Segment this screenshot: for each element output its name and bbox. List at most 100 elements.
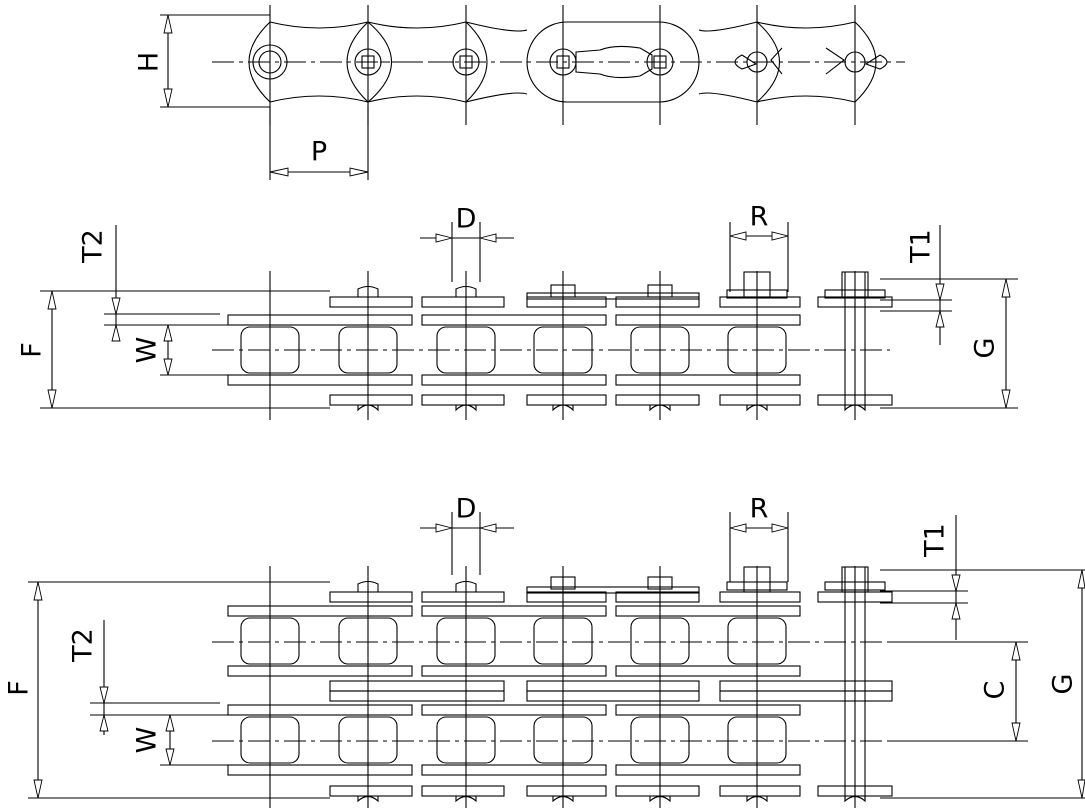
dim-P: P xyxy=(311,137,327,168)
rivet-head xyxy=(455,580,477,592)
connector-plate xyxy=(526,292,700,300)
inner-plate xyxy=(421,704,607,716)
middle-plate xyxy=(526,680,700,692)
rivet-head xyxy=(746,795,768,803)
outer-plate xyxy=(421,591,505,603)
pin-end xyxy=(550,284,576,298)
chain-side-view: H P xyxy=(134,5,905,180)
middle-plate xyxy=(526,690,700,702)
inner-plate xyxy=(615,314,801,326)
inner-plate xyxy=(615,374,801,386)
rivet-head xyxy=(455,795,477,803)
outer-plate xyxy=(526,591,607,603)
middle-plate xyxy=(329,690,505,702)
duplex-dim-W: W xyxy=(132,727,163,754)
inner-plate xyxy=(615,605,801,617)
rivet-head xyxy=(357,580,379,592)
inner-plate xyxy=(227,605,413,617)
simplex-dim-G: G xyxy=(970,338,1001,359)
pin-head xyxy=(361,55,375,69)
bushing-outer xyxy=(252,44,288,80)
duplex-chain-top-view: F T2 W D R T1 xyxy=(4,494,1085,808)
pin-end xyxy=(743,271,771,298)
inner-plate xyxy=(227,314,413,326)
middle-plate xyxy=(719,680,893,692)
bushing-inner xyxy=(258,50,282,74)
outer-plate xyxy=(719,394,801,406)
pin-circle xyxy=(646,48,674,76)
cotter xyxy=(824,289,886,299)
outer-plate xyxy=(329,296,413,308)
inner-plate xyxy=(615,704,801,716)
duplex-dim-F: F xyxy=(4,680,35,696)
rivet-head xyxy=(357,404,379,412)
outer-plate xyxy=(615,591,700,603)
rivet-head xyxy=(357,795,379,803)
pin-head xyxy=(459,55,473,69)
duplex-dim-G: G xyxy=(1048,674,1079,695)
pin-circle xyxy=(746,51,768,73)
pin-end xyxy=(841,271,869,298)
outer-plate xyxy=(615,394,700,406)
outer-plate xyxy=(526,785,607,797)
inner-plate xyxy=(421,314,607,326)
side-link xyxy=(756,21,877,103)
rivet-head xyxy=(455,404,477,412)
outer-plate xyxy=(329,591,413,603)
simplex-dim-F: F xyxy=(17,342,48,358)
middle-plate xyxy=(719,690,893,702)
connector-plate xyxy=(526,586,700,594)
inner-plate xyxy=(421,374,607,386)
pin-end xyxy=(550,576,576,590)
inner-plate xyxy=(227,665,413,677)
outer-plate xyxy=(526,394,607,406)
side-link-edge xyxy=(698,21,780,103)
simplex-dim-T2: T2 xyxy=(78,229,109,264)
duplex-dim-C: C xyxy=(980,681,1011,700)
rivet-head xyxy=(552,404,574,412)
rivet-head xyxy=(746,404,768,412)
outer-plate xyxy=(719,785,801,797)
simplex-dim-R: R xyxy=(750,202,769,233)
inner-plate xyxy=(615,665,801,677)
side-link-edge xyxy=(465,92,528,103)
rivet-head xyxy=(649,795,671,803)
pin-circle xyxy=(844,51,866,73)
side-link-edge xyxy=(465,21,528,32)
inner-plate xyxy=(421,605,607,617)
rivet-head xyxy=(649,404,671,412)
cotter xyxy=(726,289,788,299)
simplex-dim-T1: T1 xyxy=(906,229,937,264)
outer-plate xyxy=(421,785,505,797)
simplex-dim-D: D xyxy=(456,204,477,235)
inner-plate xyxy=(421,764,607,776)
cotter xyxy=(824,581,886,591)
pin-head xyxy=(653,55,667,69)
inner-plate xyxy=(615,764,801,776)
outer-plate xyxy=(421,296,505,308)
inner-plate xyxy=(227,764,413,776)
inner-plate xyxy=(227,374,413,386)
duplex-dim-R: R xyxy=(750,494,769,525)
rivet-head xyxy=(552,795,574,803)
middle-plate xyxy=(329,680,505,692)
inner-plate xyxy=(421,665,607,677)
duplex-dim-T1: T1 xyxy=(920,523,951,558)
dim-H: H xyxy=(134,52,165,72)
cotter xyxy=(726,581,788,591)
outer-plate xyxy=(615,785,700,797)
rivet-head xyxy=(455,285,477,297)
pin-end xyxy=(647,576,673,590)
outer-plate xyxy=(329,785,413,797)
duplex-dim-T2: T2 xyxy=(68,628,99,663)
pin-end xyxy=(647,284,673,298)
rivet-head xyxy=(844,795,866,803)
outer-plate xyxy=(329,394,413,406)
pin-end xyxy=(841,566,869,593)
duplex-dim-D: D xyxy=(456,494,477,525)
outer-plate xyxy=(719,591,801,603)
rivet-head xyxy=(357,285,379,297)
simplex-dim-W: W xyxy=(132,337,163,364)
pin-end xyxy=(743,566,771,593)
